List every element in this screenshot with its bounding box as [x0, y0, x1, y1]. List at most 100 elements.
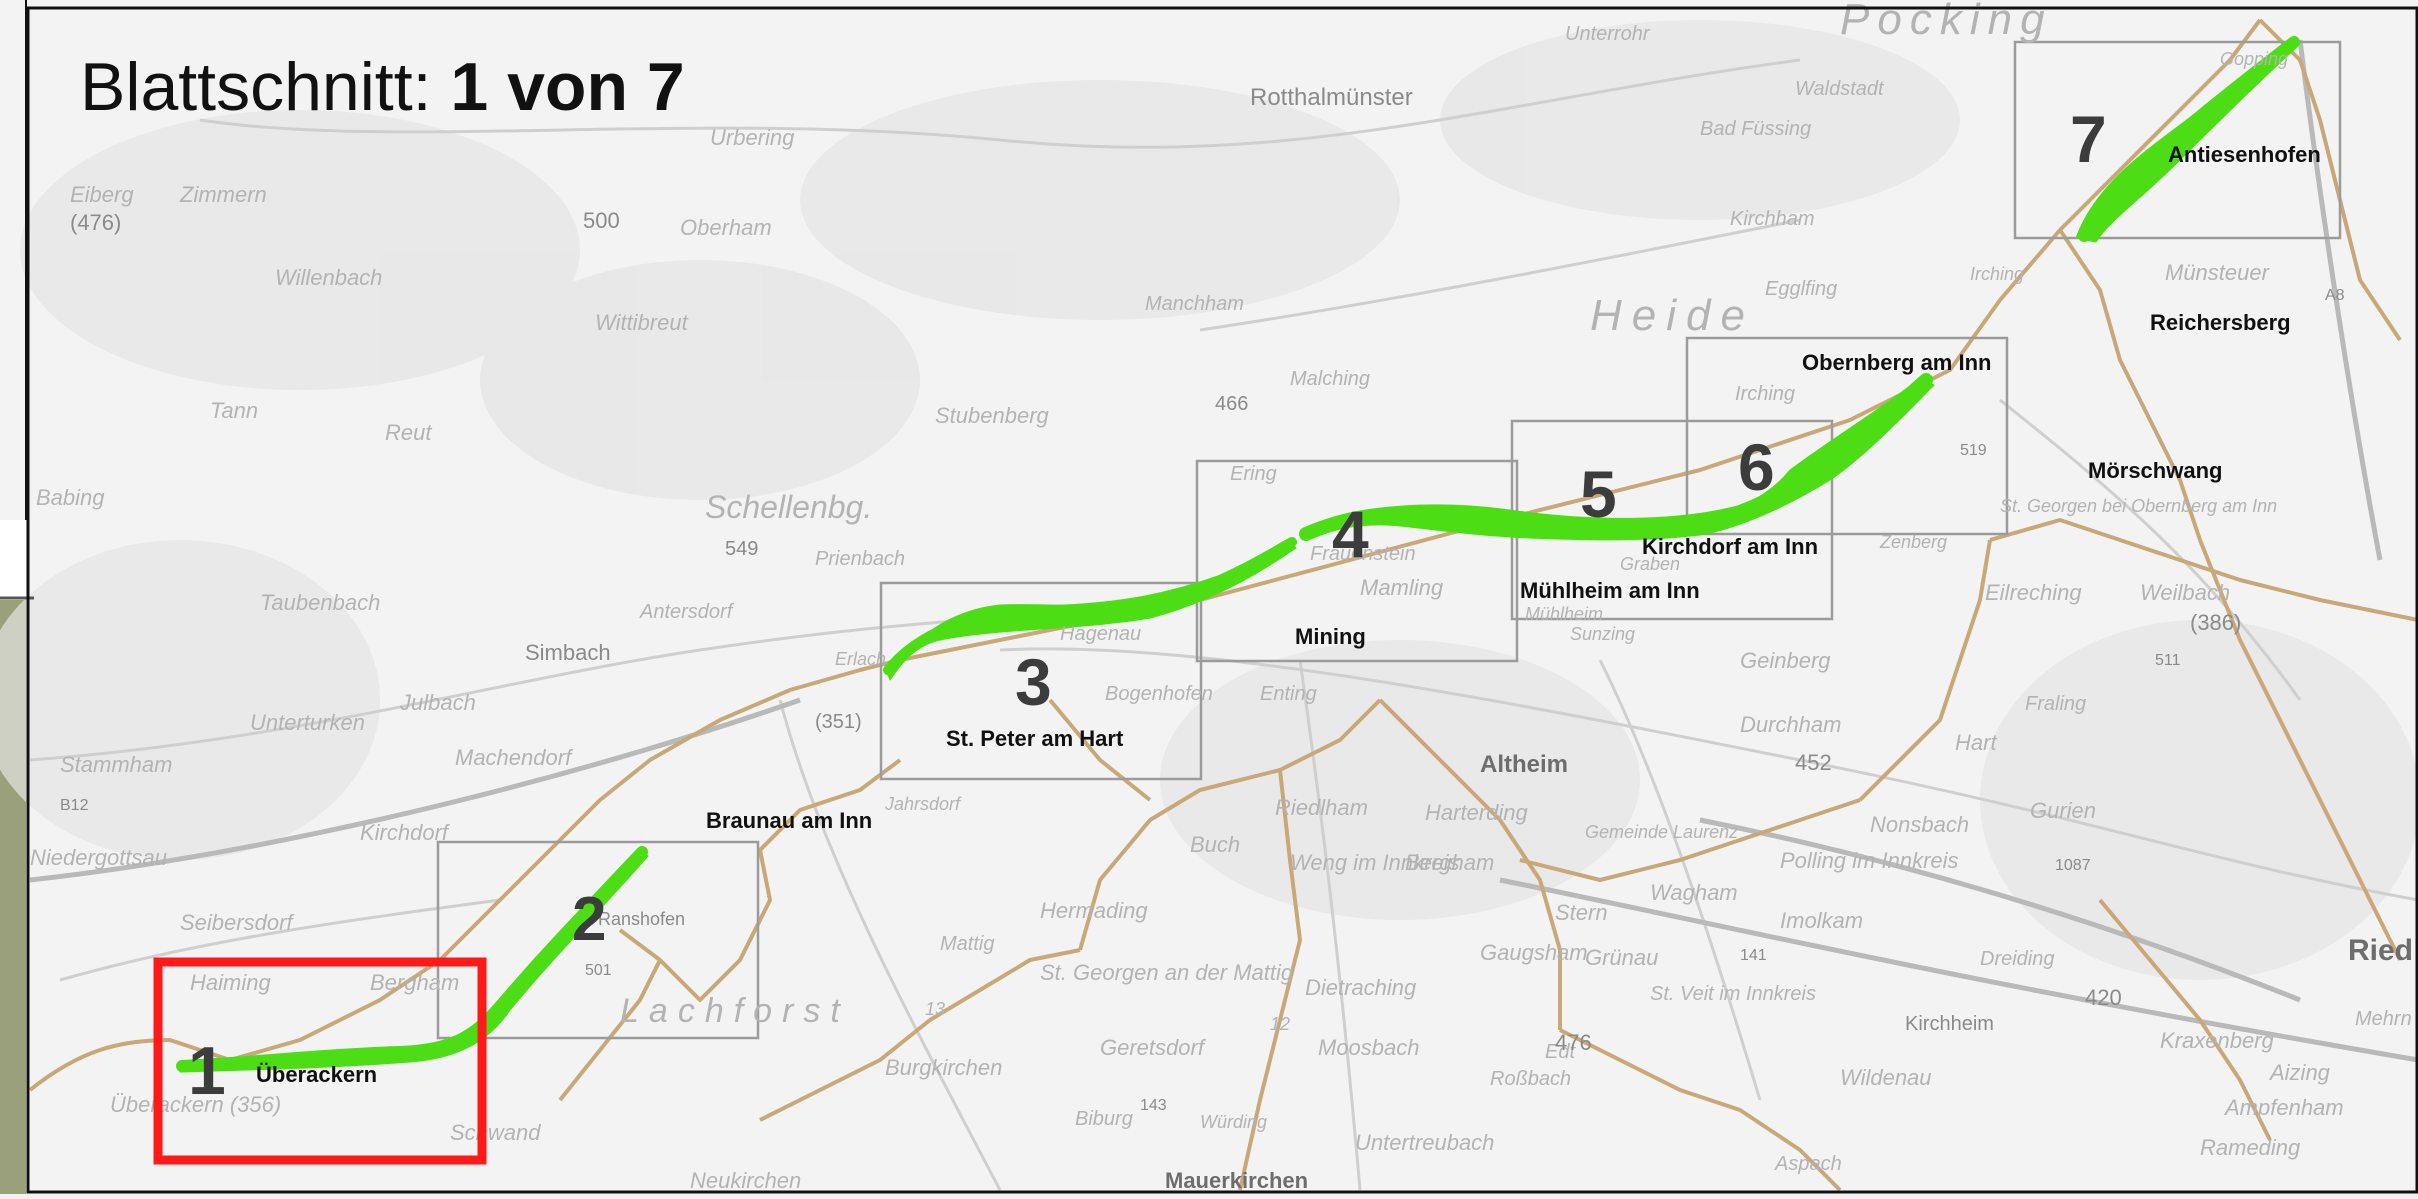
label-malching: Malching — [1290, 368, 1370, 390]
label-bogenhofen: Bogenhofen — [1105, 683, 1213, 705]
label-geretsdorf: Geretsdorf — [1100, 1035, 1207, 1060]
road-label-141: 141 — [1740, 947, 1767, 964]
label-zimmern: Zimmern — [179, 182, 267, 207]
title-sheet: 1 von 7 — [450, 49, 685, 125]
selected-tile-frame-1[interactable] — [153, 957, 487, 1165]
label-mattig: Mattig — [940, 933, 994, 955]
label-stubenberg: Stubenberg — [935, 403, 1050, 428]
label-taubenbach: Taubenbach — [260, 590, 380, 615]
label-simbach: Simbach — [525, 640, 611, 665]
label-prienbach: Prienbach — [815, 548, 905, 570]
road-label-b12: B12 — [60, 797, 89, 814]
tile-frame-3[interactable] — [879, 581, 1203, 781]
map-frame — [26, 6, 2418, 1194]
label-unterturken: Unterturken — [250, 710, 365, 735]
label-riedlham: Riedlham — [1275, 795, 1368, 820]
basemap-labels: Rotthalmünster Pocking Heide Schellenbg.… — [30, 0, 2413, 1193]
label-mauerkirchen: Mauerkirchen — [1165, 1168, 1308, 1193]
road-label-12: 12 — [1270, 1014, 1290, 1034]
label-nonsbach: Nonsbach — [1870, 812, 1969, 837]
tile-numbers: 1 2 3 4 5 6 7 — [188, 102, 2107, 1109]
label-kirchham: Kirchham — [1730, 208, 1814, 230]
label-rotthalmuenster: Rotthalmünster — [1250, 84, 1413, 111]
label-reut: Reut — [385, 420, 432, 445]
label-ering: Ering — [1230, 463, 1277, 485]
label-gruenau: Grünau — [1585, 945, 1658, 970]
label-gurien: Gurien — [2030, 798, 2096, 823]
label-weilbach: Weilbach — [2140, 580, 2230, 605]
label-ranshofen: Ranshofen — [598, 909, 685, 929]
spot-height-549: 549 — [725, 538, 758, 560]
label-ried: Ried — [2348, 934, 2413, 967]
label-lachforst: Lachforst — [620, 992, 850, 1030]
label-kraxenberg: Kraxenberg — [2160, 1028, 2275, 1053]
label-biburg: Biburg — [1075, 1108, 1133, 1130]
relief-shading — [0, 20, 2418, 980]
label-stammham: Stammham — [60, 752, 172, 777]
tile-number-2[interactable]: 2 — [572, 885, 606, 954]
label-gopping: Gopping — [2220, 49, 2288, 69]
label-mehrn: Mehrn — [2355, 1008, 2412, 1030]
label-seibersdorf: Seibersdorf — [180, 910, 295, 935]
label-ampfenham: Ampfenham — [2223, 1095, 2344, 1120]
spot-height-351: (351) — [815, 711, 862, 733]
label-laurenz: Gemeinde Laurenz — [1585, 822, 1738, 842]
tile-number-3[interactable]: 3 — [1015, 645, 1052, 719]
town-obernberg: Obernberg am Inn — [1802, 350, 1991, 375]
label-heide: Heide — [1590, 291, 1755, 340]
label-fraling: Fraling — [2025, 693, 2086, 715]
tile-number-6[interactable]: 6 — [1738, 430, 1775, 504]
label-urbering: Urbering — [710, 125, 795, 150]
label-stern: Stern — [1555, 900, 1608, 925]
label-mamling: Mamling — [1360, 575, 1444, 600]
tile-frame-2[interactable] — [436, 840, 760, 1040]
label-moosbach: Moosbach — [1318, 1035, 1420, 1060]
label-babing: Babing — [36, 485, 105, 510]
label-hagenau: Hagenau — [1060, 623, 1141, 645]
tile-number-4[interactable]: 4 — [1332, 497, 1369, 571]
tile-frame-4[interactable] — [1195, 459, 1519, 663]
tile-frame-6[interactable] — [1685, 336, 2009, 536]
tile-number-5[interactable]: 5 — [1580, 457, 1617, 531]
tile-number-1[interactable]: 1 — [188, 1033, 226, 1109]
label-kirchheim: Kirchheim — [1905, 1013, 1994, 1035]
town-antiesenhofen: Antiesenhofen — [2168, 142, 2321, 167]
label-irching-2: Irching — [1970, 264, 2024, 284]
spot-height-500: 500 — [583, 208, 620, 233]
label-antersdorf: Antersdorf — [639, 601, 735, 623]
label-gaugsham: Gaugsham — [1480, 940, 1588, 965]
label-rameding: Rameding — [2200, 1135, 2301, 1160]
label-rossbach: Roßbach — [1490, 1068, 1571, 1090]
label-muehlheim: Mühlheim — [1525, 604, 1603, 624]
label-dietraching: Dietraching — [1305, 975, 1417, 1000]
label-machendorf: Machendorf — [455, 745, 574, 770]
label-st-georgen-mattig: St. Georgen an der Mattig — [1040, 960, 1294, 985]
label-julbach: Julbach — [399, 690, 476, 715]
spot-height-476b: (476) — [70, 210, 121, 235]
tile-number-7[interactable]: 7 — [2070, 102, 2107, 176]
label-neukirchen: Neukirchen — [690, 1168, 801, 1193]
label-burgkirchen: Burgkirchen — [885, 1055, 1002, 1080]
tile-frame-7[interactable] — [2013, 40, 2342, 240]
town-braunau: Braunau am Inn — [706, 808, 872, 833]
label-bergham-2: Bergham — [1405, 850, 1494, 875]
label-altheim: Altheim — [1480, 751, 1568, 778]
label-buch: Buch — [1190, 832, 1240, 857]
label-bad-fuessing: Bad Füssing — [1700, 118, 1811, 140]
road-label-a8: A8 — [2325, 287, 2345, 304]
label-geinberg: Geinberg — [1740, 648, 1831, 673]
road-label-143: 143 — [1140, 1097, 1167, 1114]
label-wagham: Wagham — [1650, 880, 1738, 905]
page-title: Blattschnitt: 1 von 7 — [80, 48, 685, 126]
label-waldstadt: Waldstadt — [1795, 78, 1885, 100]
label-bergham-1: Bergham — [370, 970, 459, 995]
label-egglfing: Egglfing — [1765, 278, 1837, 300]
label-niedergottsau: Niedergottsau — [30, 845, 167, 870]
label-edt: Edt — [1545, 1041, 1576, 1063]
label-aizing: Aizing — [2268, 1060, 2331, 1085]
label-schellenbg: Schellenbg. — [705, 489, 872, 525]
road-label-519: 519 — [1960, 442, 1987, 459]
spot-height-466: 466 — [1215, 393, 1248, 415]
